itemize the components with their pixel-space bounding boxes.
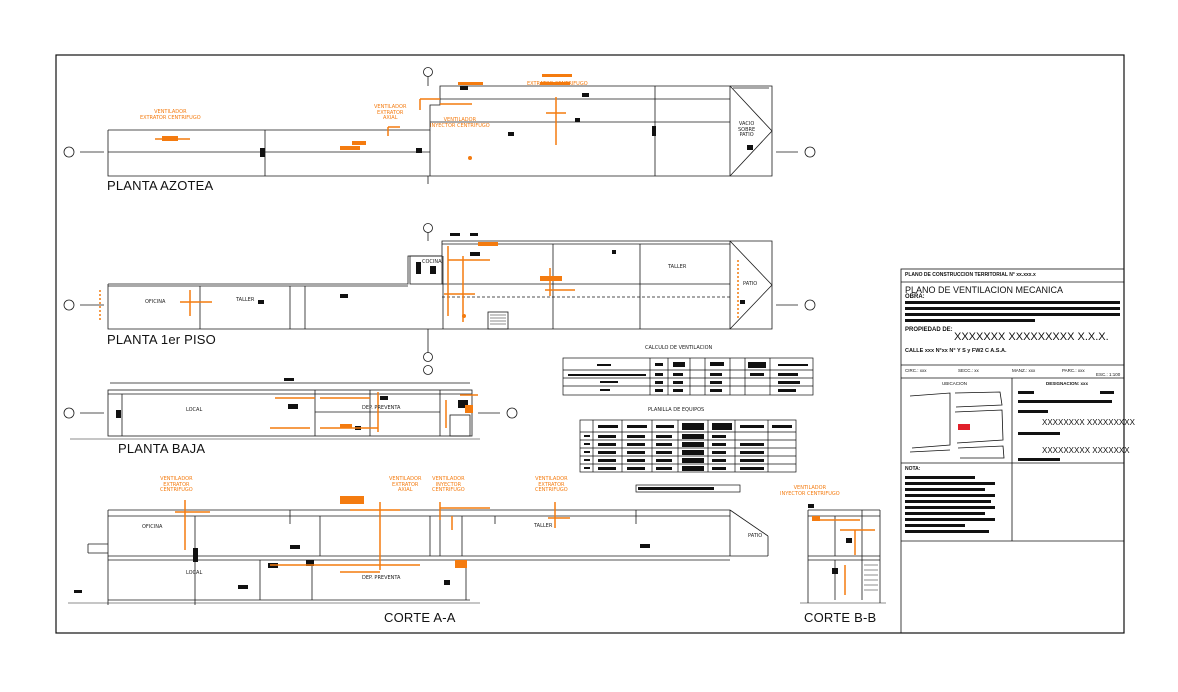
- baja-markers: [63, 365, 518, 419]
- room-local-1: LOCAL: [186, 407, 203, 413]
- corte-bb: [800, 509, 886, 604]
- note-corte-vent-extr-axial: VENTILADOR EXTRATOR AXIAL: [389, 476, 422, 493]
- room-taller-3: TALLER: [534, 523, 553, 529]
- piso-ducts: [99, 242, 739, 322]
- note-corte-vent-extr-centrifugo-2: VENTILADOR EXTRATOR CENTRIFUGO: [535, 476, 568, 493]
- tb-escala: ESC.: 1:100: [1096, 372, 1121, 377]
- note-extrator-centrifugo: EXTRATOR CENTRIFUGO: [527, 81, 588, 87]
- corte-aa: [68, 509, 769, 605]
- calculo-table: [562, 357, 814, 396]
- corte-bb-ducts: [812, 516, 875, 595]
- note-corte-bb-vent-iny: VENTILADOR INYECTOR CENTRIFUGO: [780, 485, 840, 497]
- room-cocina: COCINA: [422, 259, 442, 265]
- tb-title: PLANO DE VENTILACION MECANICA: [905, 285, 1064, 295]
- tb-circ: CIRC.: xxx: [905, 368, 927, 373]
- location-marker: [958, 424, 970, 430]
- note-corte-vent-iny-centrifugo: VENTILADOR INYECTOR CENTRIFUGO: [432, 476, 465, 493]
- note-vacio: VACIO SOBRE PATIO: [738, 121, 756, 138]
- tb-propietario-value: XXXXXXX XXXXXXXXX X.X.X.: [954, 331, 1109, 343]
- azotea-black-fills: [260, 86, 753, 157]
- plan-azotea: [80, 76, 798, 184]
- tb-header: PLANO DE CONSTRUCCION TERRITORIAL N° xx.…: [905, 272, 1036, 278]
- corte-aa-ducts: [175, 496, 570, 573]
- legend-box: [635, 484, 741, 493]
- title-block: [900, 268, 1125, 634]
- room-patio-1: PATIO: [743, 281, 758, 287]
- baja-ducts: [270, 392, 478, 432]
- calculo-fills: [568, 362, 808, 392]
- corte-aa-black-fills: [74, 544, 650, 593]
- azotea-ducts: [155, 74, 572, 160]
- tb-nota: NOTA:: [905, 466, 921, 472]
- planilla-table: [579, 419, 797, 473]
- tb-ubicacion: UBICACION: [942, 381, 968, 386]
- view-label-azotea: PLANTA AZOTEA: [107, 178, 214, 193]
- room-patio-2: PATIO: [748, 533, 763, 539]
- tb-firma2: XXXXXXXXX XXXXXXX: [1042, 446, 1130, 455]
- view-label-baja: PLANTA BAJA: [118, 441, 206, 456]
- room-dep-2: DEP. PREVENTA: [362, 575, 401, 581]
- room-local-2: LOCAL: [186, 570, 203, 576]
- plan-baja: [70, 382, 500, 440]
- piso-stairs: [490, 314, 506, 325]
- room-dep-1: DEP. PREVENTA: [362, 405, 401, 411]
- piso-black-fills: [258, 233, 745, 304]
- tb-secc: SECC.: xx: [958, 368, 979, 373]
- note-corte-vent-extr-centrifugo: VENTILADOR EXTRATOR CENTRIFUGO: [160, 476, 193, 493]
- corte-bb-stairs: [864, 564, 878, 591]
- sheet-border: [55, 54, 1125, 634]
- room-taller-2: TALLER: [668, 264, 687, 270]
- planilla-fills: [584, 423, 792, 471]
- baja-black-fills: [116, 378, 468, 430]
- location-map: [909, 391, 1005, 459]
- tb-calle: CALLE xxx N°xx N° Y S y FW2 C A.S.A.: [905, 348, 1007, 354]
- tb-obra-label: OBRA:: [905, 294, 925, 300]
- planilla-title: PLANILLA DE EQUIPOS: [648, 407, 705, 413]
- azotea-markers: [63, 67, 816, 158]
- title-block-fills: [905, 301, 1120, 533]
- tb-manz: MANZ.: xxx: [1012, 368, 1036, 373]
- note-vent-extr-centrifugo: VENTILADOR EXTRATOR CENTRIFUGO: [140, 109, 201, 121]
- view-label-1er-piso: PLANTA 1er PISO: [107, 332, 216, 347]
- plan-1er-piso: [80, 232, 798, 353]
- corte-bb-fills: [808, 504, 852, 574]
- calculo-title: CALCULO DE VENTILACION: [645, 345, 713, 351]
- tb-designacion: DESIGNACION: xxx: [1046, 381, 1089, 386]
- view-label-corte-bb: CORTE B-B: [804, 610, 877, 625]
- room-oficina-2: OFICINA: [142, 524, 163, 530]
- room-oficina-1: OFICINA: [145, 299, 166, 305]
- tb-firma1: XXXXXXXX XXXXXXXXX: [1042, 418, 1135, 427]
- note-vent-iny-centrifugo: VENTILADOR INYECTOR CENTRIFUGO: [430, 117, 490, 129]
- tb-parc: PARC.: xxx: [1062, 368, 1085, 373]
- tb-propietario-label: PROPIEDAD DE:: [905, 327, 953, 333]
- view-label-corte-aa: CORTE A-A: [384, 610, 456, 625]
- room-taller-1: TALLER: [236, 297, 255, 303]
- piso-markers: [63, 223, 816, 362]
- note-vent-extr-axial: VENTILADOR EXTRATOR AXIAL: [374, 104, 407, 121]
